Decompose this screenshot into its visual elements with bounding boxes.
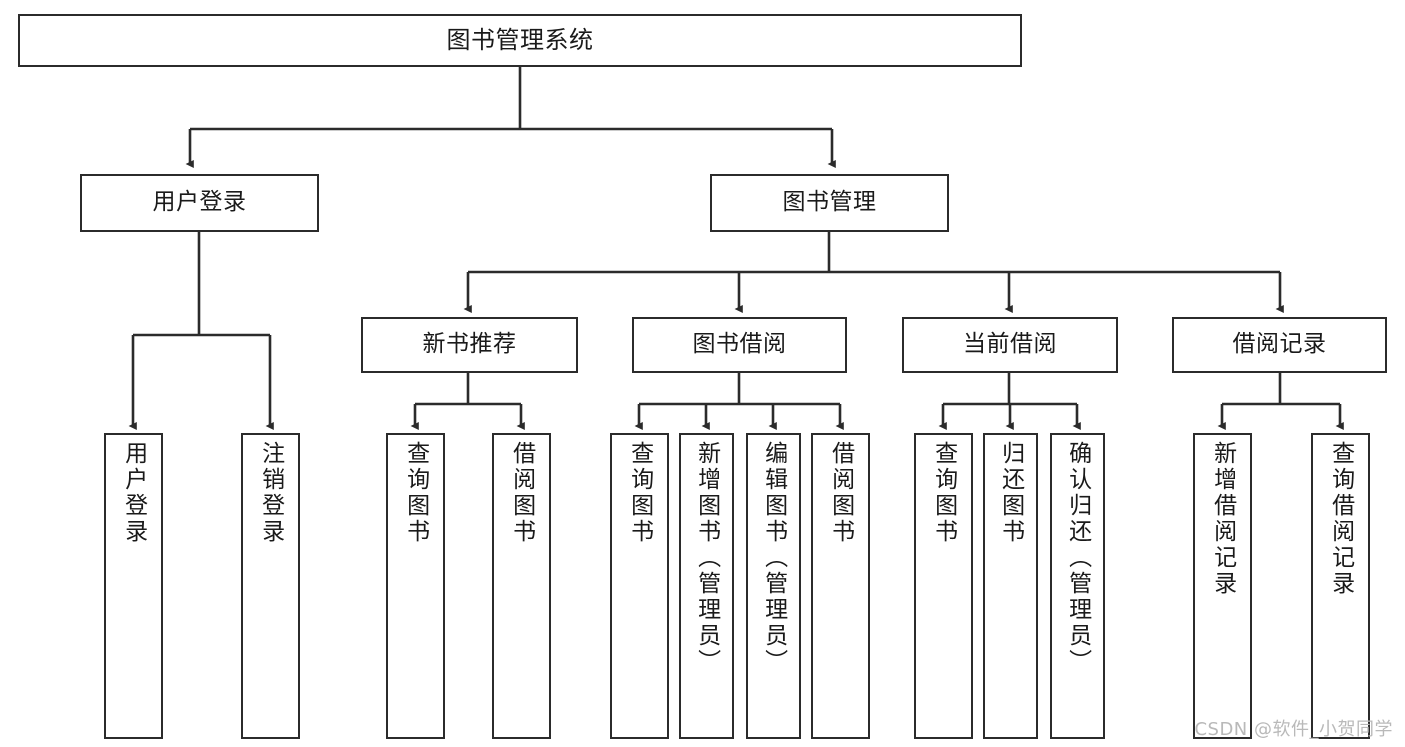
- node-leaf-borrow-book-2[interactable]: 借阅图书: [811, 433, 870, 739]
- node-leaf-query-book-3-label: 查询图书: [930, 441, 957, 545]
- node-book-borrow[interactable]: 图书借阅: [632, 317, 847, 373]
- node-leaf-query-book-2-label: 查询图书: [626, 441, 653, 545]
- node-leaf-add-record-label: 新增借阅记录: [1209, 441, 1236, 597]
- node-book-borrow-label: 图书借阅: [692, 331, 787, 358]
- node-leaf-borrow-book-1[interactable]: 借阅图书: [492, 433, 551, 739]
- node-leaf-edit-book-label: 编辑图书（管理员）: [760, 441, 787, 675]
- node-user-login-label: 用户登录: [152, 189, 247, 216]
- node-leaf-query-book-1[interactable]: 查询图书: [386, 433, 445, 739]
- node-leaf-add-book-label: 新增图书（管理员）: [693, 441, 720, 675]
- node-leaf-logout[interactable]: 注销登录: [241, 433, 300, 739]
- node-borrow-record-label: 借阅记录: [1232, 331, 1327, 358]
- node-leaf-query-book-1-label: 查询图书: [402, 441, 429, 545]
- node-leaf-user-login-label: 用户登录: [120, 441, 147, 545]
- node-leaf-query-book-2[interactable]: 查询图书: [610, 433, 669, 739]
- node-new-book-rec[interactable]: 新书推荐: [361, 317, 578, 373]
- node-leaf-query-book-3[interactable]: 查询图书: [914, 433, 973, 739]
- node-leaf-return-book-label: 归还图书: [997, 441, 1024, 545]
- node-leaf-return-book[interactable]: 归还图书: [983, 433, 1038, 739]
- node-leaf-confirm-return-label: 确认归还（管理员）: [1064, 441, 1091, 675]
- node-leaf-borrow-book-2-label: 借阅图书: [827, 441, 854, 545]
- node-user-login[interactable]: 用户登录: [80, 174, 319, 232]
- node-root[interactable]: 图书管理系统: [18, 14, 1022, 67]
- node-book-manage[interactable]: 图书管理: [710, 174, 949, 232]
- node-book-manage-label: 图书管理: [782, 189, 877, 216]
- node-new-book-rec-label: 新书推荐: [422, 331, 517, 358]
- node-leaf-add-book[interactable]: 新增图书（管理员）: [679, 433, 734, 739]
- node-leaf-confirm-return[interactable]: 确认归还（管理员）: [1050, 433, 1105, 739]
- node-leaf-query-record[interactable]: 查询借阅记录: [1311, 433, 1370, 739]
- node-root-label: 图书管理系统: [446, 26, 594, 55]
- node-leaf-user-login[interactable]: 用户登录: [104, 433, 163, 739]
- node-leaf-add-record[interactable]: 新增借阅记录: [1193, 433, 1252, 739]
- node-borrow-record[interactable]: 借阅记录: [1172, 317, 1387, 373]
- node-leaf-query-record-label: 查询借阅记录: [1327, 441, 1354, 597]
- node-current-borrow[interactable]: 当前借阅: [902, 317, 1118, 373]
- node-current-borrow-label: 当前借阅: [963, 331, 1057, 358]
- node-leaf-borrow-book-1-label: 借阅图书: [508, 441, 535, 545]
- node-leaf-edit-book[interactable]: 编辑图书（管理员）: [746, 433, 801, 739]
- node-leaf-logout-label: 注销登录: [257, 441, 284, 545]
- csdn-watermark: CSDN @软件_小贺同学: [1194, 719, 1393, 740]
